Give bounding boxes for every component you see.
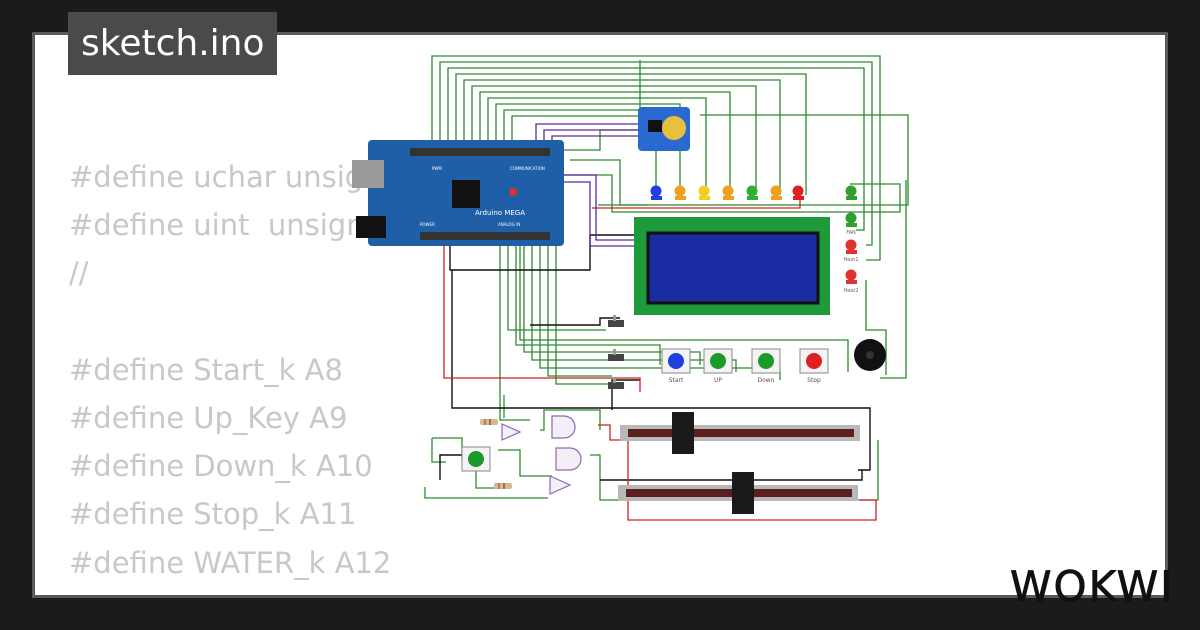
led[interactable]	[792, 185, 805, 201]
file-name-tab: sketch.ino	[68, 12, 278, 75]
code-line: #define Down_k A10	[69, 449, 373, 484]
led-heat2[interactable]: Heat2	[843, 269, 859, 295]
and-gate[interactable]	[551, 415, 576, 439]
resistor[interactable]	[480, 419, 498, 425]
wokwi-logo: WOKWI	[1010, 560, 1182, 616]
board-label: Arduino MEGA	[475, 209, 525, 217]
board-section-power: POWER	[420, 222, 435, 227]
wire-bundle-black	[439, 234, 871, 481]
code-line: #define WATER_k A12	[69, 545, 392, 580]
start-button-label: Start	[669, 377, 684, 384]
start-button[interactable]: Start	[661, 348, 691, 384]
down-button-label: Down	[757, 377, 774, 384]
led-row-top	[650, 185, 805, 201]
board-section-pwm: PWM	[432, 166, 442, 171]
led[interactable]	[722, 185, 735, 201]
wokwi-logo-text: WOKWI	[1010, 562, 1175, 611]
led-heat1-label: Heat1	[843, 257, 858, 263]
led-status[interactable]	[845, 185, 858, 201]
lcd-display[interactable]	[634, 217, 830, 315]
logic-push-button[interactable]	[461, 446, 491, 472]
code-line: #define Start_k A8	[69, 352, 343, 387]
code-line: //	[69, 256, 89, 291]
led-fan-label: FAN	[846, 230, 856, 236]
led[interactable]	[674, 185, 687, 201]
buzzer[interactable]	[854, 339, 886, 371]
code-line: #define Stop_k A11	[69, 497, 357, 532]
resistor[interactable]	[494, 483, 512, 489]
led-heat1[interactable]: Heat1	[843, 239, 859, 264]
slide-switch[interactable]	[608, 377, 624, 389]
slide-switch[interactable]	[608, 315, 624, 327]
slide-potentiometer[interactable]	[618, 472, 858, 514]
down-button[interactable]: Down	[751, 348, 781, 384]
board-section-communication: COMMUNICATION	[510, 166, 545, 171]
led-heat2-label: Heat2	[843, 288, 858, 294]
board-section-analog: ANALOG IN	[498, 222, 520, 227]
slide-potentiometer[interactable]	[620, 412, 860, 454]
rtc-module[interactable]	[638, 107, 690, 151]
up-button-label: UP	[714, 377, 722, 384]
slide-switch[interactable]	[608, 349, 624, 361]
code-line: #define Up_Key A9	[69, 400, 348, 435]
stop-button-label: Stop	[807, 377, 821, 384]
wokwi-logo-mark: WOKWI	[1010, 562, 1175, 612]
code-line: #define DOOR_k A13	[69, 587, 418, 595]
buffer-gate[interactable]	[549, 475, 572, 495]
and-gate[interactable]	[555, 447, 582, 471]
buffer-gate[interactable]	[501, 423, 522, 441]
led[interactable]	[770, 185, 783, 201]
arduino-mega-board[interactable]: Arduino MEGA PWM COMMUNICATION ANALOG IN…	[352, 140, 564, 246]
led[interactable]	[698, 185, 711, 201]
led[interactable]	[746, 185, 759, 201]
led-column-side: FAN Heat1 Heat2	[843, 185, 859, 295]
led-fan[interactable]: FAN	[845, 212, 858, 237]
up-button[interactable]: UP	[703, 348, 733, 384]
led[interactable]	[650, 185, 663, 201]
stop-button[interactable]: Stop	[799, 348, 829, 384]
